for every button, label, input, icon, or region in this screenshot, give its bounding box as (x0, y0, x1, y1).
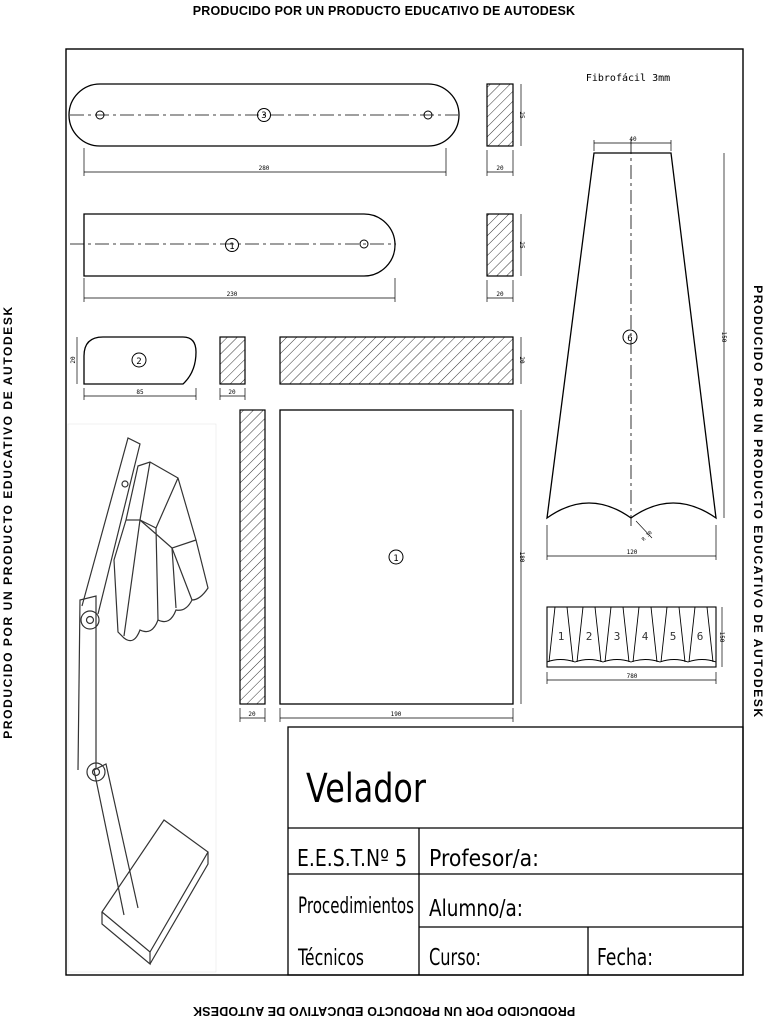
course-label: Curso: (429, 945, 481, 971)
part-3-length: 280 (259, 165, 270, 172)
subject-line-2: Técnicos (297, 946, 364, 971)
part-3-height: 25 (518, 111, 525, 119)
part-2-block (76, 336, 197, 400)
strip-label-6: 6 (697, 630, 704, 643)
strip-height: 150 (718, 632, 725, 643)
subject-line-1: Procedimientos (298, 894, 414, 919)
part-2-number: 2 (136, 357, 141, 367)
base-side-vertical (239, 409, 266, 722)
strip-length: 780 (627, 673, 638, 680)
part-3-number: 3 (261, 111, 266, 121)
part-1-width: 20 (496, 291, 504, 298)
panel-strip (546, 606, 723, 684)
strip-label-2: 2 (586, 630, 593, 643)
part-2-height: 20 (70, 356, 77, 364)
part-6-bottom-width: 120 (627, 549, 638, 556)
part-6-height: 150 (720, 332, 727, 343)
base-side-horizontal (279, 336, 522, 385)
base-height: 180 (518, 552, 525, 563)
part-2-width: 20 (228, 389, 236, 396)
strip-label-5: 5 (670, 630, 677, 643)
base-width: 190 (391, 711, 402, 718)
drawing-title: Velador (306, 766, 426, 812)
part-1-bar (70, 213, 396, 302)
strip-label-1: 1 (558, 630, 565, 643)
watermark-top: PRODUCIDO POR UN PRODUCTO EDUCATIVO DE A… (192, 4, 576, 18)
part-3-section (486, 83, 522, 176)
part-3-bar (68, 83, 460, 176)
strip-label-3: 3 (614, 630, 621, 643)
part-1-section (486, 213, 522, 302)
strip-label-4: 4 (642, 630, 649, 643)
part-1-height: 25 (518, 241, 525, 249)
teacher-label: Profesor/a: (429, 846, 539, 872)
base-number: 1 (393, 554, 398, 564)
part-1-number: 1 (229, 242, 234, 252)
part-3-width: 20 (496, 165, 504, 172)
part-6-number: 6 (627, 334, 632, 344)
base-top-view (279, 409, 522, 722)
part-2-section (219, 336, 246, 400)
part-6-radius: R 30 (641, 530, 654, 543)
part-6-top-width: 40 (629, 136, 637, 143)
part-2-length: 85 (136, 389, 144, 396)
base-thickness: 20 (248, 711, 256, 718)
part-6-material: Fibrofácil 3mm (586, 72, 670, 84)
lamp-sketch (67, 423, 217, 973)
base-side-height: 20 (518, 356, 525, 364)
school-name: E.E.S.T.Nº 5 (297, 846, 407, 872)
student-label: Alumno/a: (429, 896, 523, 922)
part-6-shade-panel (546, 140, 725, 560)
title-block-frame (287, 726, 744, 976)
part-1-length: 230 (227, 291, 238, 298)
part-3-label-circle (257, 108, 271, 122)
date-label: Fecha: (597, 945, 653, 971)
